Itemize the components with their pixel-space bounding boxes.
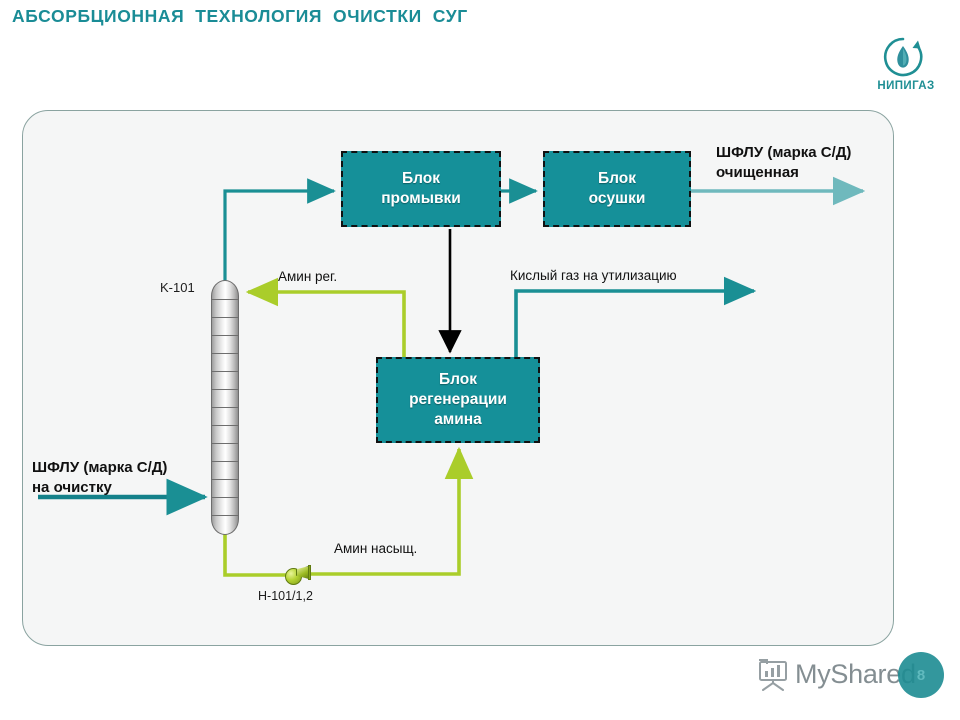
stream-label-acid-gas: Кислый газ на утилизацию [510, 268, 677, 283]
column-tray [212, 461, 238, 462]
company-logo: НИПИГАЗ [862, 36, 950, 98]
pump-outlet-icon [308, 565, 311, 580]
column-tray [212, 407, 238, 408]
process-block-drying[interactable]: Блок осушки [543, 151, 691, 227]
stream-label-amine-lean: Амин рег. [278, 269, 338, 284]
column-tag-label: K-101 [160, 280, 195, 295]
page-number-badge: 8 [898, 652, 944, 698]
column-tray [212, 371, 238, 372]
myshared-wordmark: MyShared [795, 659, 916, 689]
absorber-column-k101[interactable] [211, 280, 239, 535]
nipigaz-flame-icon [883, 37, 923, 77]
column-tray [212, 317, 238, 318]
stream-label-shflu-out: ШФЛУ (марка С/Д) очищенная [716, 144, 852, 181]
page-number-value: 8 [916, 666, 926, 684]
process-block-amine-regeneration[interactable]: Блок регенерации амина [376, 357, 540, 443]
column-tray [212, 497, 238, 498]
myshared-watermark: MyShared [757, 655, 957, 701]
column-tray [212, 335, 238, 336]
page-title: АБСОРБЦИОННАЯ ТЕХНОЛОГИЯ ОЧИСТКИ СУГ [12, 6, 468, 26]
column-tray [212, 479, 238, 480]
column-tray [212, 353, 238, 354]
column-tray [212, 299, 238, 300]
presentation-chart-icon [759, 659, 787, 691]
logo-wordmark: НИПИГАЗ [877, 80, 935, 92]
column-tray [212, 443, 238, 444]
column-tray [212, 425, 238, 426]
column-tray [212, 515, 238, 516]
process-block-wash[interactable]: Блок промывки [341, 151, 501, 227]
column-tray [212, 389, 238, 390]
pump-h101[interactable] [285, 565, 313, 587]
stream-label-amine-rich: Амин насыщ. [334, 541, 418, 556]
stream-label-shflu-in: ШФЛУ (марка С/Д) на очистку [32, 459, 168, 496]
pump-tag-label: Н-101/1,2 [258, 589, 313, 603]
